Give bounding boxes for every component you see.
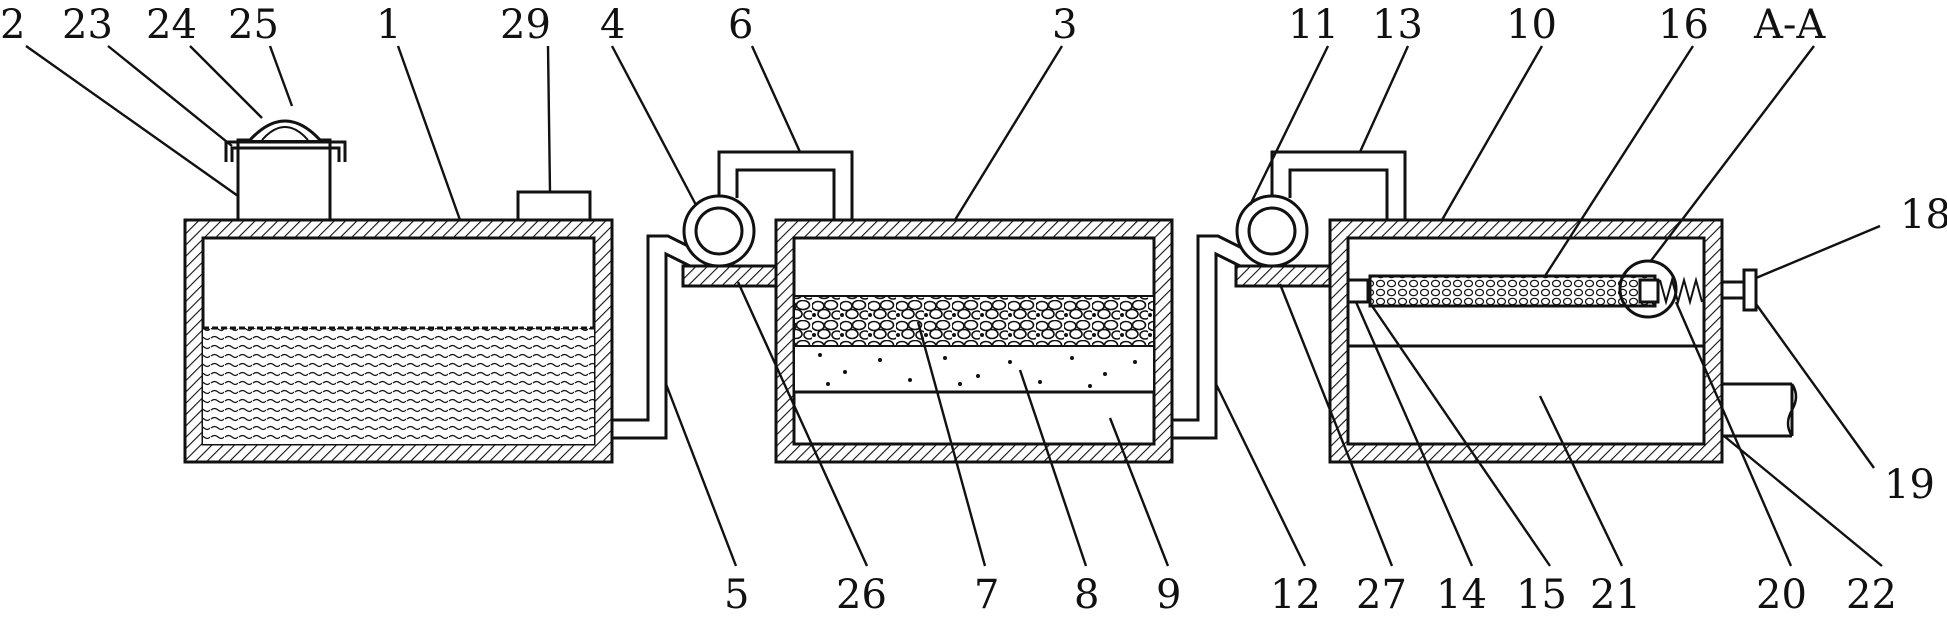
tank-1 (183, 218, 614, 464)
label-22: 22 (1846, 572, 1897, 618)
label-18: 18 (1900, 192, 1947, 238)
label-15: 15 (1516, 572, 1567, 618)
cartridge-end-right (1638, 278, 1660, 304)
cap-dome (248, 119, 322, 142)
pipe-6 (717, 150, 854, 220)
filter-cartridge (1368, 274, 1657, 308)
label-20: 20 (1756, 572, 1807, 618)
cap-bracket (224, 140, 347, 162)
tank-3 (774, 218, 1174, 464)
label-21: 21 (1590, 572, 1641, 618)
outlet-pipe (1722, 382, 1794, 438)
label-6: 6 (728, 2, 753, 48)
label-14: 14 (1436, 572, 1487, 618)
label-10: 10 (1506, 2, 1557, 48)
label-3: 3 (1052, 2, 1077, 48)
pipe-13 (1270, 150, 1407, 220)
label-4: 4 (600, 2, 625, 48)
label-13: 13 (1372, 2, 1423, 48)
cartridge-end-left (1346, 278, 1370, 304)
pump-11 (1235, 194, 1309, 268)
spring (1659, 276, 1703, 306)
pump-11-base (1234, 264, 1332, 288)
label-16: 16 (1658, 2, 1709, 48)
label-12: 12 (1270, 572, 1321, 618)
label-8: 8 (1074, 572, 1099, 618)
pipe-12 (1172, 234, 1247, 440)
inlet-neck (236, 138, 332, 222)
label-9: 9 (1156, 572, 1181, 618)
label-1: 1 (376, 2, 401, 48)
label-2: 2 (0, 2, 25, 48)
leader-lines (25, 45, 1883, 567)
label-5: 5 (724, 572, 749, 618)
label-26: 26 (836, 572, 887, 618)
pump-4 (682, 194, 756, 268)
sand-layer (793, 345, 1155, 393)
label-7: 7 (974, 572, 999, 618)
label-25: 25 (228, 2, 279, 48)
outlet-break (1786, 383, 1798, 437)
knob-shaft (1720, 280, 1746, 300)
knob-18 (1742, 268, 1758, 312)
pipe-5 (612, 234, 697, 440)
label-29: 29 (500, 2, 551, 48)
label-a-a: A-A (1753, 2, 1826, 48)
sensor-box (516, 190, 592, 222)
label-11: 11 (1288, 2, 1339, 48)
inlet-assembly (224, 119, 347, 222)
label-23: 23 (62, 2, 113, 48)
tank-1-water (203, 328, 594, 444)
pump-4-base (681, 264, 778, 288)
label-24: 24 (146, 2, 197, 48)
tank-10 (1328, 218, 1758, 464)
tank-10-wall (1328, 218, 1724, 464)
detail-circle-aa (1618, 259, 1678, 319)
label-19: 19 (1884, 462, 1935, 508)
label-27: 27 (1356, 572, 1407, 618)
gravel-layer (793, 295, 1155, 347)
